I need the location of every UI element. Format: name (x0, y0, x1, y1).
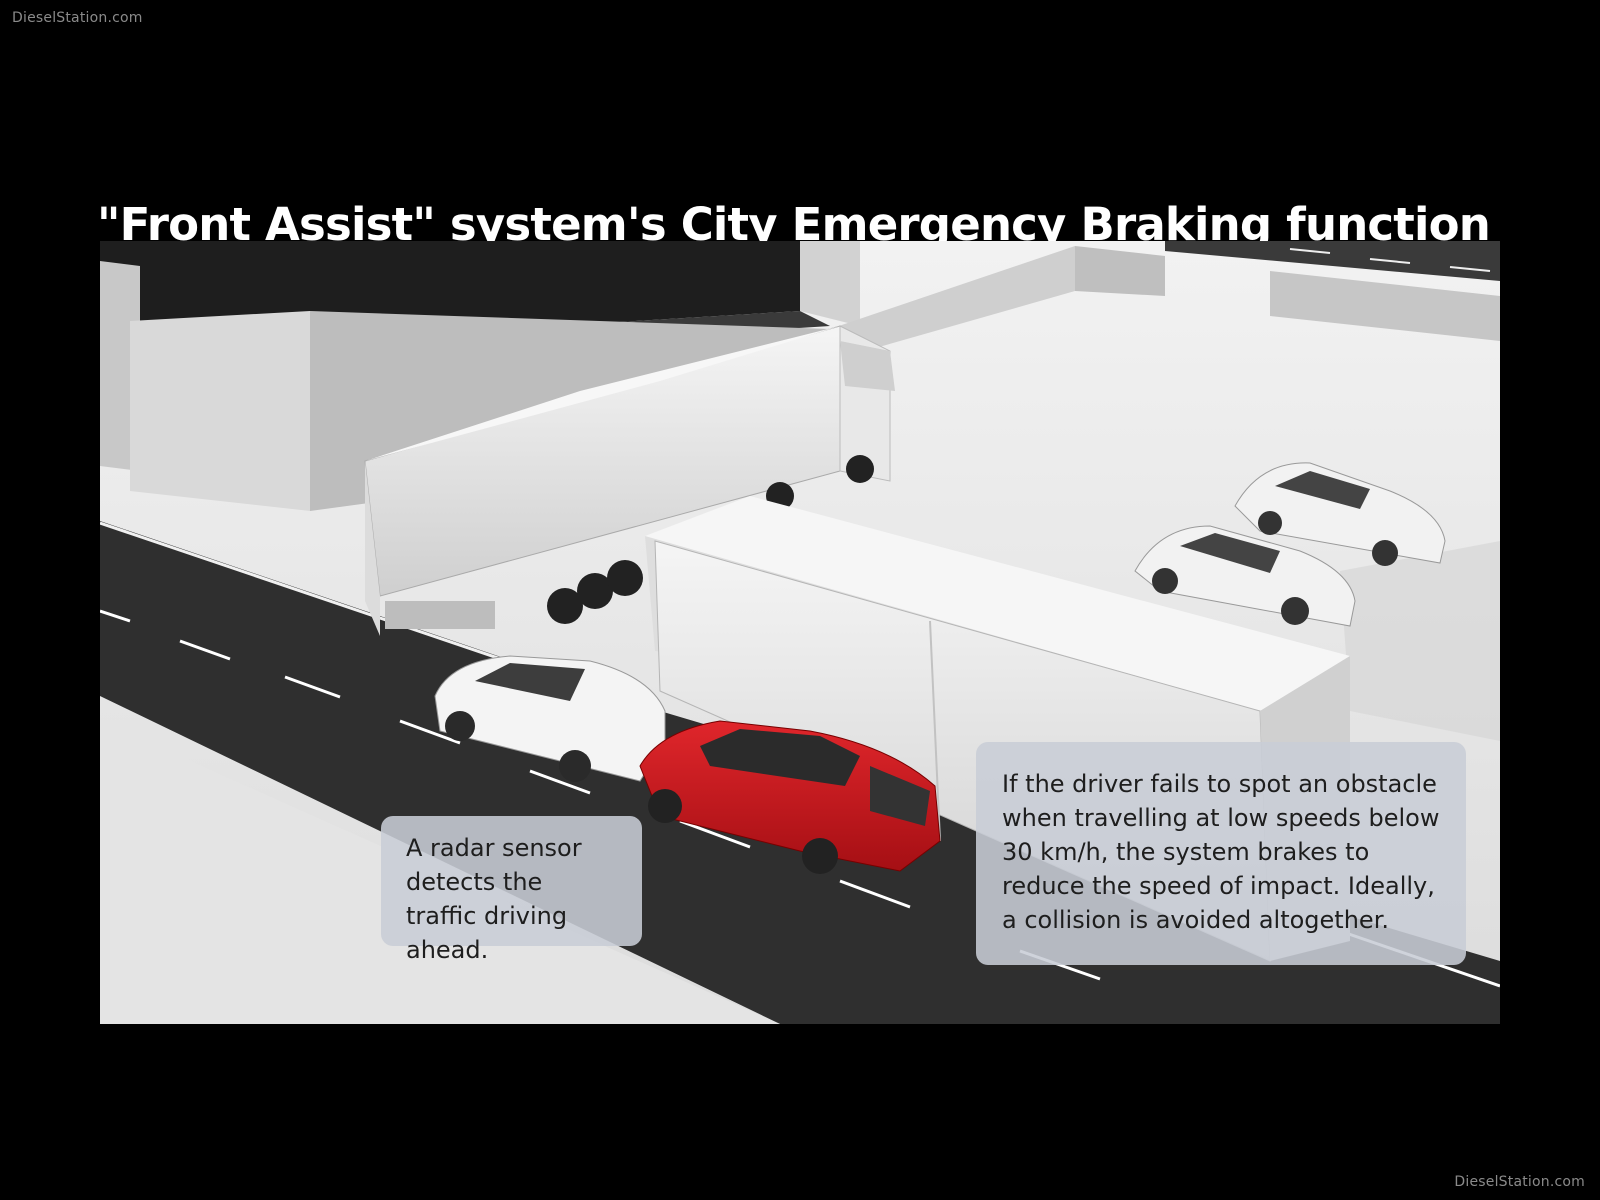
watermark-top: DieselStation.com (12, 10, 143, 26)
illustration-panel: A radar sensor detects the traffic drivi… (100, 241, 1500, 1024)
upper-truck (364, 325, 895, 636)
emergency-braking-callout: If the driver fails to spot an obstacle … (976, 742, 1466, 965)
traffic-scene-illustration (100, 241, 1500, 1024)
parked-car-front (1134, 525, 1356, 627)
radar-sensor-callout: A radar sensor detects the traffic drivi… (381, 816, 642, 964)
red-car (639, 720, 941, 874)
parking-walls (830, 241, 1500, 741)
white-car (434, 655, 666, 782)
parked-car-back (1234, 462, 1446, 566)
watermark-bottom: DieselStation.com (1454, 1174, 1585, 1190)
